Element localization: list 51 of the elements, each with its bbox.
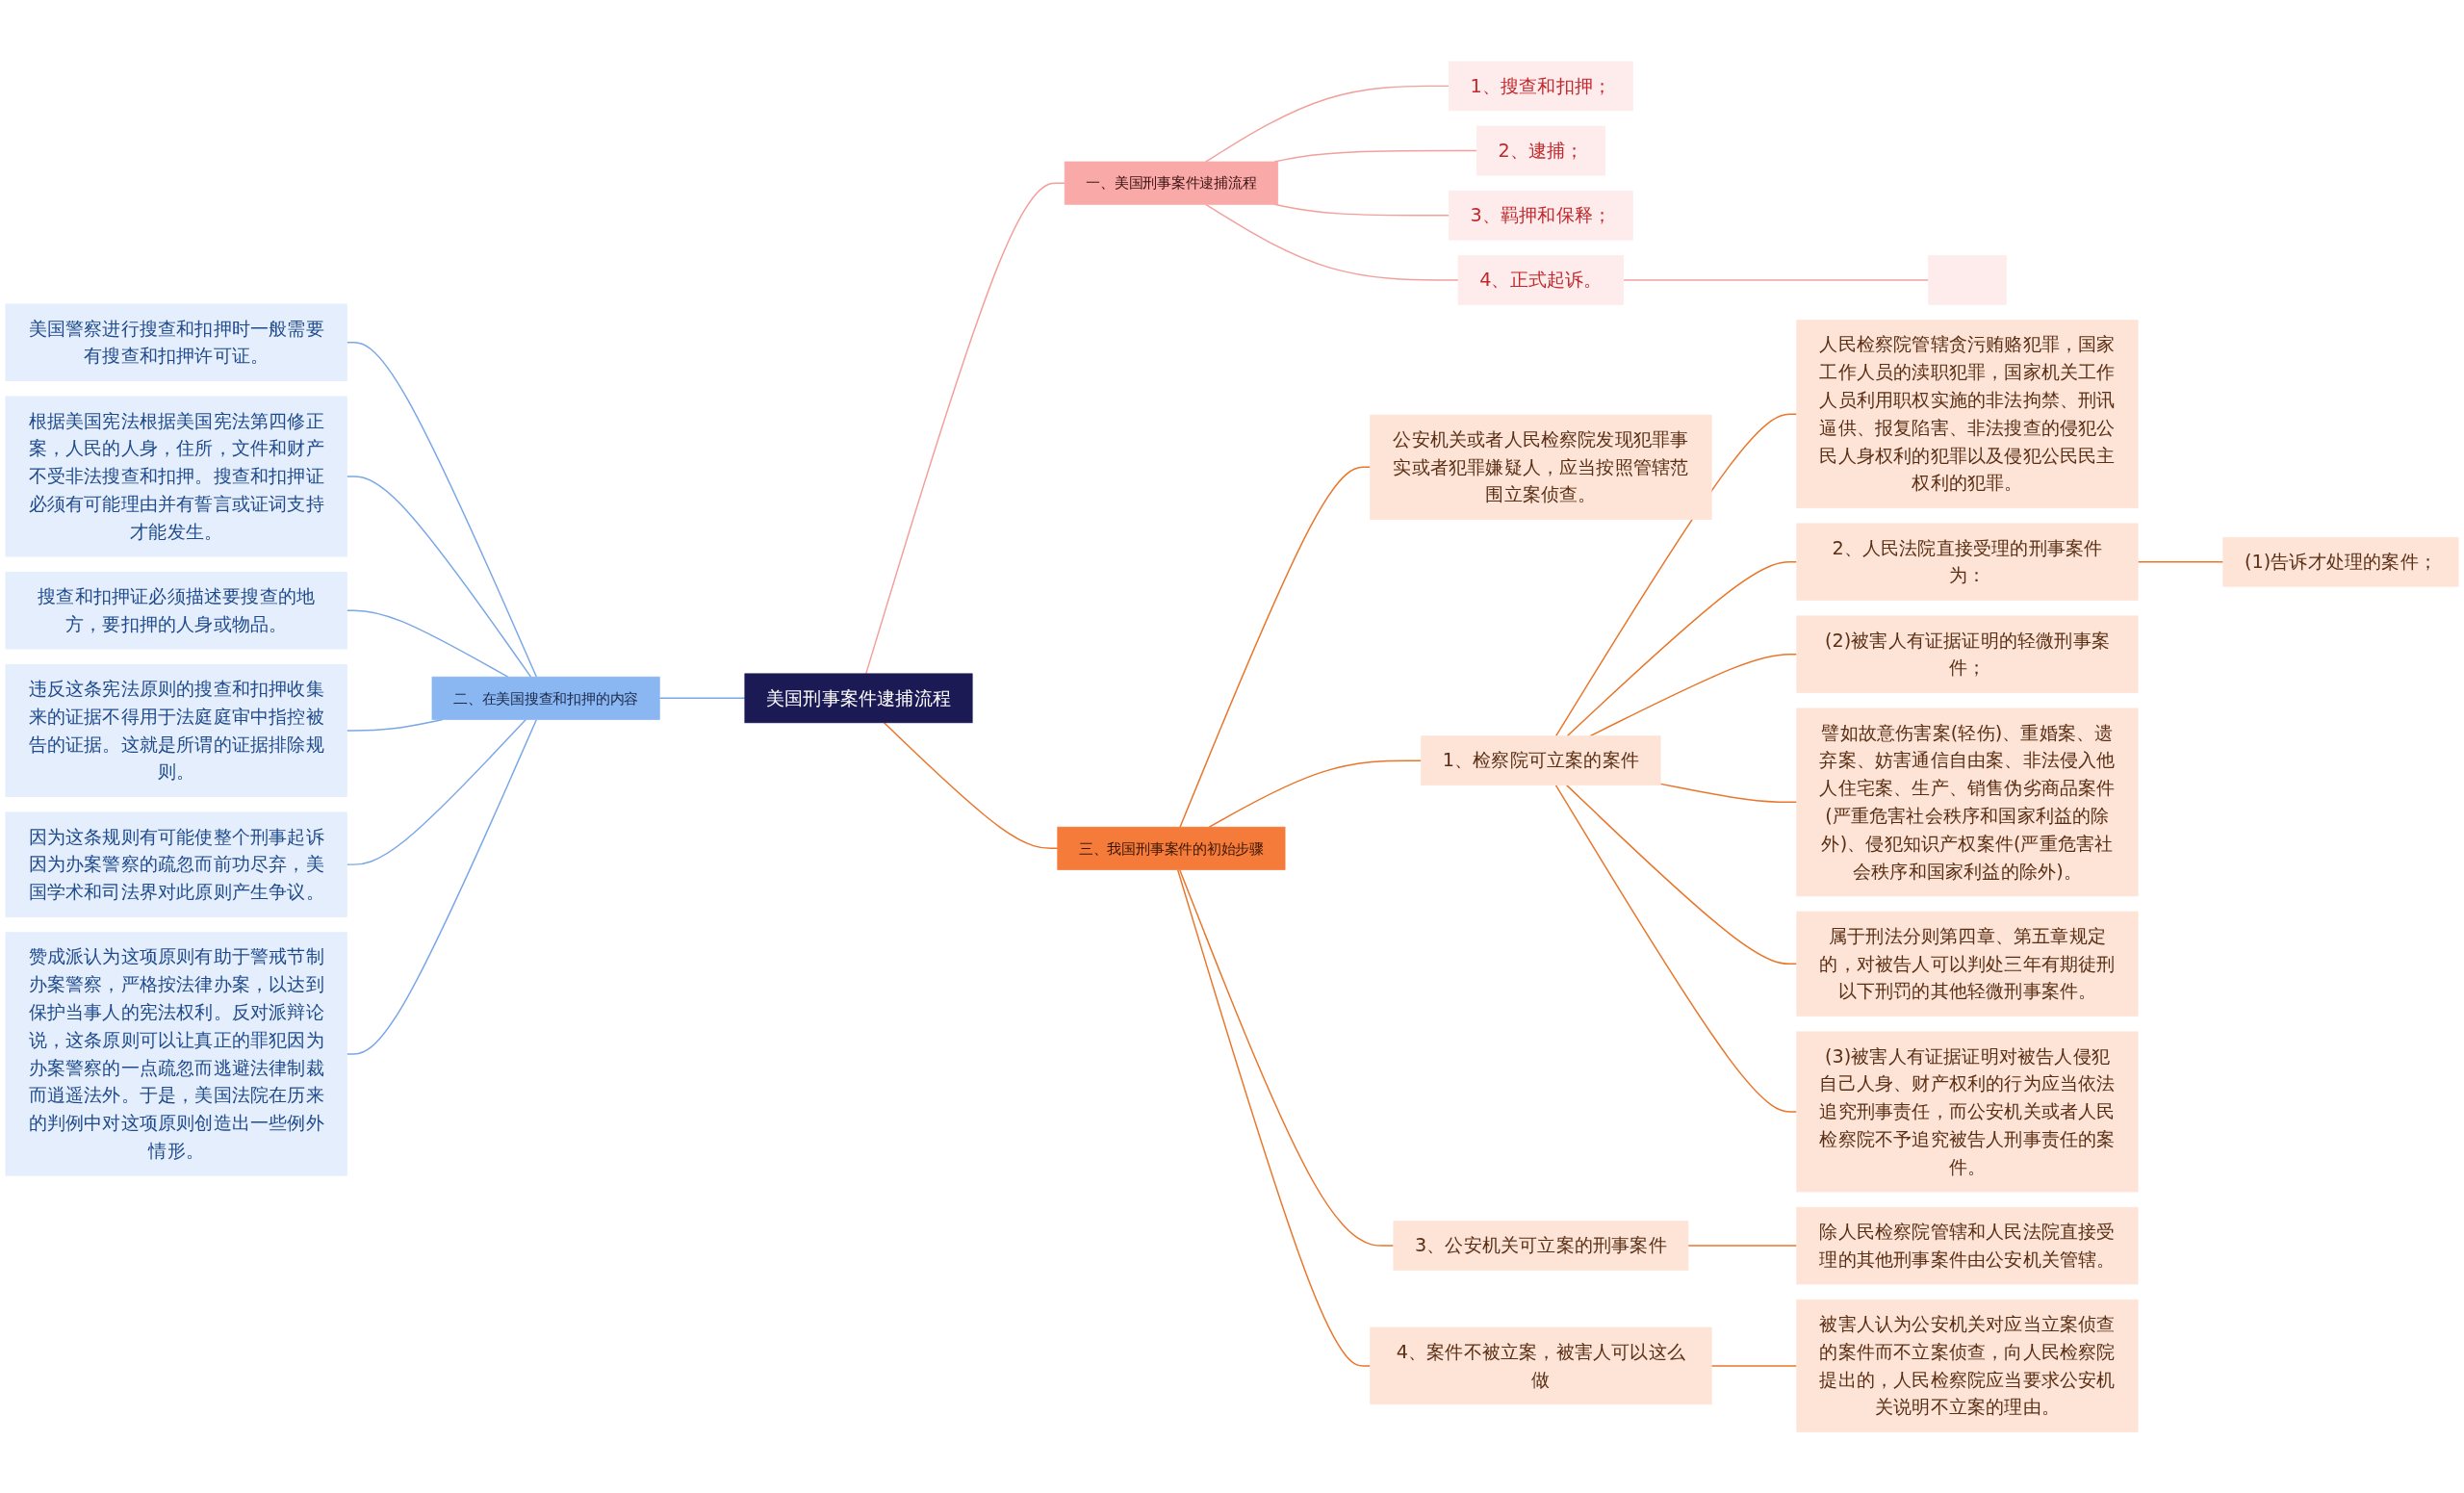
node-box: 被害人认为公安机关对应当立案侦查的案件而不立案侦查，向人民检察院提出的，人民检察院应当要求公安机关说明不立案的理由。	[1796, 1299, 2139, 1432]
node-box: 3、羁押和保释；	[1449, 190, 1633, 241]
node-box: 搜查和扣押证必须描述要搜查的地方，要扣押的人身或物品。	[5, 571, 347, 650]
connector	[346, 718, 527, 865]
connector	[1554, 413, 1798, 737]
connector	[1178, 868, 1395, 1247]
connector	[1176, 868, 1372, 1367]
node-box: 因为这条规则有可能使整个刑事起诉因为办案警察的疏忽而前功尽弃，美国学术和司法界对此原则产生争议。	[5, 811, 347, 917]
connector	[1566, 560, 1798, 737]
connector	[346, 718, 538, 1055]
connector	[1623, 279, 1930, 281]
connector	[1565, 784, 1798, 965]
connector	[1273, 203, 1450, 217]
connector	[1710, 1364, 1798, 1367]
node-box: (3)被害人有证据证明对被告人侵犯自己人身、财产权利的行为应当依法追究刑事责任，而公安机关或者人民检察院不予追究被告人刑事责任的案件。	[1796, 1031, 2139, 1193]
node-box: 二、在美国搜查和扣押的内容	[431, 676, 660, 720]
node-box: 1、搜查和扣押；	[1449, 61, 1633, 111]
node-box: 公安机关或者人民检察院发现犯罪事实或者犯罪嫌疑人，应当按照管辖范围立案侦查。	[1370, 414, 1712, 520]
node-box	[1928, 254, 2007, 305]
connector	[346, 341, 538, 678]
node-box: 三、我国刑事案件的初始步骤	[1057, 826, 1286, 870]
node-box: 美国警察进行搜查和扣押时一般需要有搜查和扣押许可证。	[5, 303, 347, 381]
node-box: 4、正式起诉。	[1457, 254, 1625, 305]
connector	[883, 721, 1059, 849]
node-box: 一、美国刑事案件逮捕流程	[1064, 161, 1279, 205]
node-box: 2、人民法院直接受理的刑事案件为：	[1796, 523, 2139, 601]
connector	[865, 182, 1065, 675]
node-box: (2)被害人有证据证明的轻微刑事案件；	[1796, 615, 2139, 693]
connector	[1687, 1245, 1798, 1247]
node-box: 赞成派认为这项原则有助于警戒节制办案警察，严格按法律办案，以达到保护当事人的宪法权利。反对派辩论说，这条原则可以让真正的罪犯因为办案警察的一点疏忽而逃避法律制裁而逍遥法外。于是，美国法院在历来的判例中对这项原则创造出一些例外情形。	[5, 932, 347, 1176]
node-box: 除人民检察院管辖和人民法院直接受理的其他刑事案件由公安机关管辖。	[1796, 1206, 2139, 1285]
node-box: 3、公安机关可立案的刑事案件	[1393, 1221, 1689, 1271]
node-box: (1)告诉才处理的案件；	[2222, 536, 2459, 587]
connector	[658, 697, 746, 699]
node-box: 4、案件不被立案，被害人可以这么做	[1370, 1326, 1712, 1404]
connector	[1554, 784, 1798, 1113]
node-box: 2、逮捕；	[1476, 125, 1605, 176]
node-box: 人民检察院管辖贪污贿赂犯罪，国家工作人员的渎职犯罪，国家机关工作人员利用职权实施的非法拘禁、刑讯逼供、报复陷害、非法搜查的侵犯公民人身权利的犯罪以及侵犯公民民主权利的犯罪。	[1796, 320, 2139, 508]
node-box: 属于刑法分则第四章、第五章规定的，对被告人可以判处三年有期徒刑以下刑罚的其他轻微刑事案件。	[1796, 911, 2139, 1017]
node-box: 美国刑事案件逮捕流程	[744, 673, 973, 723]
node-box: 根据美国宪法根据美国宪法第四修正案，人民的人身，住所，文件和财产不受非法搜查和扣押。搜查和扣押证必须有可能理由并有誓言或证词支持才能发生。	[5, 396, 347, 557]
connector	[346, 475, 532, 678]
node-box: 譬如故意伤害案(轻伤)、重婚案、遗弃案、妨害通信自由案、非法侵入他人住宅案、生产、销售伪劣商品案件(严重危害社会秩序和国家利益的除外)、侵犯知识产权案件(严重危害社会秩序和国家利益的除外)。	[1796, 708, 2139, 896]
connector	[1659, 783, 1798, 803]
node-box: 违反这条宪法原则的搜查和扣押收集来的证据不得用于法庭庭审中指控被告的证据。这就是所谓的证据排除规则。	[5, 663, 347, 797]
connector	[1589, 653, 1798, 737]
connector	[1208, 759, 1423, 828]
connector	[1179, 466, 1372, 828]
connector	[1204, 203, 1459, 281]
connector	[2137, 560, 2224, 563]
node-box: 1、检察院可立案的案件	[1421, 735, 1661, 785]
